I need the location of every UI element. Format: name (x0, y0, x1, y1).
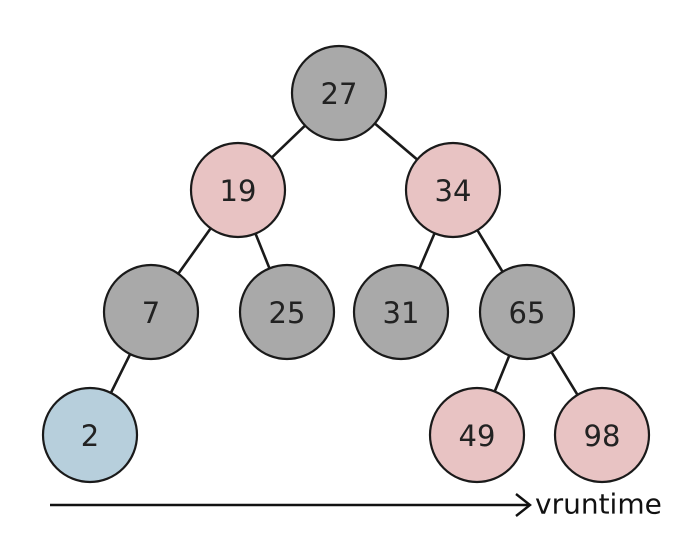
node-label: 98 (584, 419, 621, 453)
tree-node-25: 25 (238, 263, 336, 361)
node-circle (189, 141, 287, 239)
node-label: 25 (269, 296, 306, 330)
node-circle (404, 141, 502, 239)
node-circle (428, 386, 526, 484)
tree-node-34: 34 (404, 141, 502, 239)
node-label: 2 (81, 419, 99, 453)
tree-nodes: 27 19 34 7 25 31 65 2 49 98 (41, 44, 651, 484)
tree-node-7: 7 (102, 263, 200, 361)
node-circle (290, 44, 388, 142)
tree-node-2: 2 (41, 386, 139, 484)
tree-node-65: 65 (478, 263, 576, 361)
tree-node-19: 19 (189, 141, 287, 239)
node-label: 19 (220, 174, 257, 208)
tree-node-98: 98 (553, 386, 651, 484)
node-circle (41, 386, 139, 484)
node-circle (102, 263, 200, 361)
node-label: 49 (459, 419, 496, 453)
tree-node-27: 27 (290, 44, 388, 142)
tree-node-31: 31 (352, 263, 450, 361)
node-label: 34 (435, 174, 472, 208)
node-circle (478, 263, 576, 361)
axis-arrowhead-icon (515, 493, 532, 517)
node-label: 31 (383, 296, 420, 330)
node-circle (238, 263, 336, 361)
node-label: 27 (321, 77, 358, 111)
vruntime-axis: vruntime (50, 488, 662, 521)
axis-label: vruntime (535, 488, 662, 521)
tree-node-49: 49 (428, 386, 526, 484)
node-circle (352, 263, 450, 361)
node-label: 7 (142, 296, 160, 330)
node-label: 65 (509, 296, 546, 330)
node-circle (553, 386, 651, 484)
